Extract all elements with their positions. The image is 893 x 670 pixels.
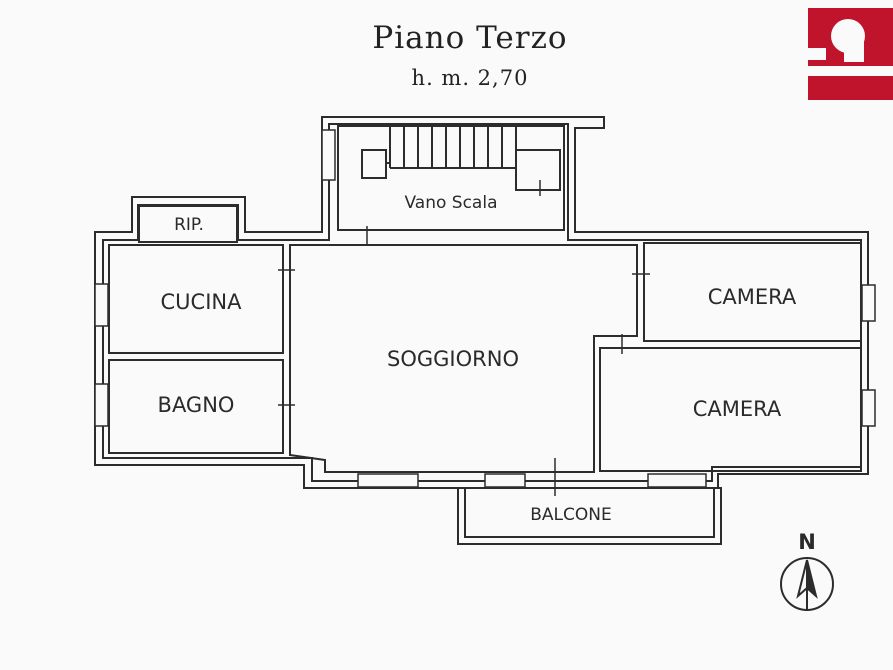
soggiorno-room — [289, 244, 638, 473]
stair-steps — [361, 126, 561, 191]
stair-enclosure — [337, 125, 565, 231]
room-label-vano-scala: Vano Scala — [404, 193, 498, 213]
camera-room-2 — [599, 347, 862, 472]
room-label-camera-2: CAMERA — [692, 397, 782, 421]
bagno-room — [108, 359, 284, 454]
outer-wall — [94, 116, 869, 489]
room-label-camera-1: CAMERA — [707, 285, 797, 309]
compass-north-label: N — [798, 530, 816, 554]
cucina-room — [108, 244, 284, 354]
room-label-rip: RIP. — [174, 215, 204, 235]
page-title: Piano Terzo — [372, 20, 568, 56]
room-label-soggiorno: SOGGIORNO — [387, 347, 519, 371]
camera-room-1 — [643, 242, 862, 342]
room-label-balcone: BALCONE — [530, 505, 612, 525]
room-label-bagno: BAGNO — [157, 393, 235, 417]
brand-logo-icon — [808, 8, 893, 100]
compass-icon — [780, 557, 834, 611]
ceiling-height: h. m. 2,70 — [411, 66, 529, 90]
room-label-cucina: CUCINA — [160, 290, 242, 314]
rip-room — [138, 205, 238, 243]
